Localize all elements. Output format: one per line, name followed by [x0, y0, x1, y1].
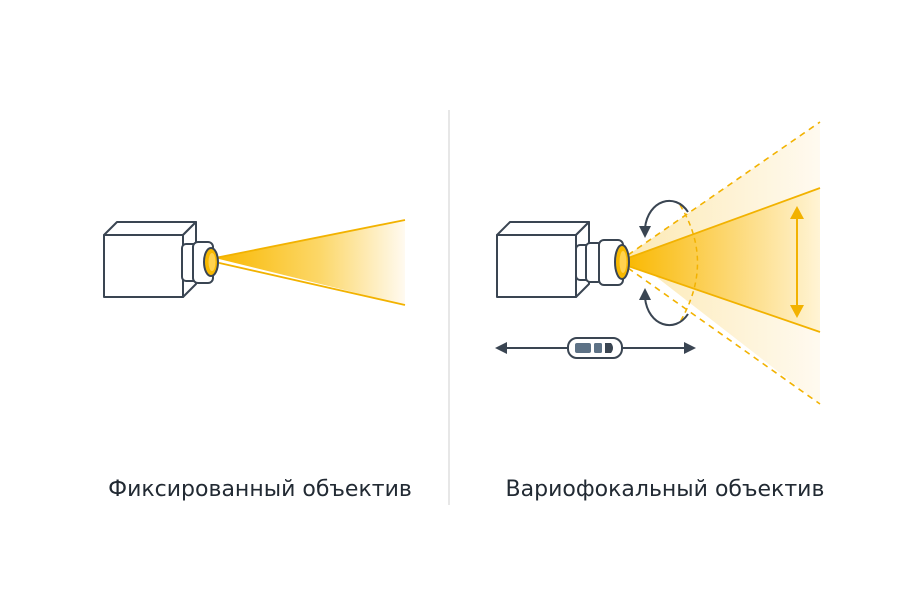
- fixed-lens-panel: [103, 219, 406, 306]
- fixed-lens-caption: Фиксированный объектив: [108, 477, 412, 502]
- narrow-beam: [628, 188, 820, 332]
- car-distance-indicator: [495, 337, 696, 359]
- rotation-arrow-icon: [639, 200, 689, 326]
- car-icon: [567, 337, 623, 359]
- camera-icon: [496, 221, 630, 298]
- varifocal-lens-caption: Вариофокальный объектив: [505, 477, 825, 502]
- camera-icon: [103, 221, 219, 298]
- fixed-beam: [215, 220, 405, 305]
- double-arrow-icon: [790, 206, 804, 318]
- varifocal-lens-panel: [495, 121, 821, 405]
